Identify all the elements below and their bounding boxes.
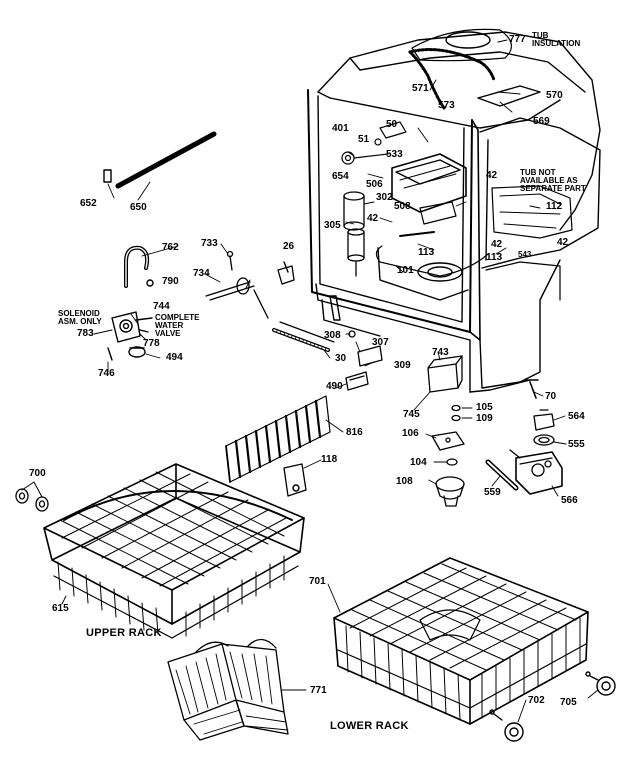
label-309: 309 xyxy=(394,360,411,371)
label-506: 506 xyxy=(366,179,383,190)
label-upper-rack: UPPER RACK xyxy=(86,627,162,639)
label-570: 570 xyxy=(546,90,563,101)
tub-drawing xyxy=(307,28,601,393)
lower-rack-drawing xyxy=(333,557,589,725)
label-30: 30 xyxy=(335,353,347,364)
label-555: 555 xyxy=(568,439,585,450)
label-566: 566 xyxy=(561,495,578,506)
label-51: 51 xyxy=(358,134,370,145)
label-569: 569 xyxy=(533,116,550,127)
silverware-basket-771 xyxy=(167,638,289,741)
label-705: 705 xyxy=(560,697,577,708)
label-762: 762 xyxy=(162,242,179,253)
wheel-705 xyxy=(585,671,616,696)
label-307: 307 xyxy=(372,337,389,348)
label-700: 700 xyxy=(29,468,46,479)
label-494: 494 xyxy=(166,352,183,363)
label-solenoid-assm: SOLENOID ASM. ONLY xyxy=(58,309,102,326)
wheels-700 xyxy=(15,481,49,512)
label-746: 746 xyxy=(98,368,115,379)
door-spring-30 xyxy=(272,321,335,352)
label-543: 543 xyxy=(518,250,532,259)
label-112: 112 xyxy=(546,201,563,212)
clip-652 xyxy=(103,169,112,183)
label-106: 106 xyxy=(402,428,419,439)
label-744: 744 xyxy=(153,301,170,312)
gasket-571 xyxy=(408,48,496,110)
label-50: 50 xyxy=(386,119,398,130)
label-109: 109 xyxy=(476,413,493,424)
label-508: 508 xyxy=(394,201,411,212)
upper-rack-drawing xyxy=(43,463,305,639)
link-parts xyxy=(345,330,383,391)
label-654: 654 xyxy=(332,171,349,182)
label-816: 816 xyxy=(346,427,363,438)
label-490: 490 xyxy=(326,381,343,392)
label-308: 308 xyxy=(324,330,341,341)
label-26: 26 xyxy=(283,241,295,252)
label-573: 573 xyxy=(438,100,455,111)
label-733: 733 xyxy=(201,238,218,249)
label-790: 790 xyxy=(162,276,179,287)
leader-lines xyxy=(61,39,599,723)
label-113-b: 113 xyxy=(486,252,503,263)
label-559: 559 xyxy=(484,487,501,498)
label-42-b: 42 xyxy=(367,213,379,224)
label-305: 305 xyxy=(324,220,341,231)
label-101: 101 xyxy=(397,265,414,276)
wheel-702 xyxy=(489,709,524,742)
label-783: 783 xyxy=(77,328,94,339)
label-118: 118 xyxy=(321,454,338,465)
label-564: 564 xyxy=(568,411,585,422)
label-complete-water-valve: COMPLETE WATER VALVE xyxy=(155,313,200,338)
label-108: 108 xyxy=(396,476,413,487)
label-113-a: 113 xyxy=(418,247,435,258)
fence-816 xyxy=(225,395,331,483)
label-302: 302 xyxy=(376,192,393,203)
label-401: 401 xyxy=(332,123,349,134)
label-571: 571 xyxy=(412,83,429,94)
clip-790 xyxy=(146,279,154,287)
label-777: 777 xyxy=(509,34,526,45)
label-104: 104 xyxy=(410,457,427,468)
label-702: 702 xyxy=(528,695,545,706)
label-701: 701 xyxy=(309,576,326,587)
label-tub-not-available: TUB NOT AVAILABLE AS SEPARATE PART xyxy=(520,168,586,193)
label-650: 650 xyxy=(130,202,147,213)
label-533: 533 xyxy=(386,149,403,160)
water-valve xyxy=(107,311,153,361)
label-tub-insulation: TUB INSULATION xyxy=(532,31,581,48)
label-734: 734 xyxy=(193,268,210,279)
gasket-650 xyxy=(115,131,217,191)
fill-hose-762 xyxy=(124,245,150,288)
bracket-734 xyxy=(205,250,269,319)
label-42-a: 42 xyxy=(486,170,498,181)
label-778: 778 xyxy=(143,338,160,349)
label-42-d: 42 xyxy=(557,237,569,248)
label-615: 615 xyxy=(52,603,69,614)
label-105: 105 xyxy=(476,402,493,413)
label-42-c: 42 xyxy=(491,239,503,250)
label-652: 652 xyxy=(80,198,97,209)
label-745: 745 xyxy=(403,409,420,420)
label-lower-rack: LOWER RACK xyxy=(330,720,409,732)
label-743: 743 xyxy=(432,347,449,358)
label-70: 70 xyxy=(545,391,557,402)
pump-parts xyxy=(431,404,563,507)
label-771: 771 xyxy=(310,685,327,696)
bracket-743 xyxy=(427,355,463,393)
cylinder-parts xyxy=(343,191,365,277)
